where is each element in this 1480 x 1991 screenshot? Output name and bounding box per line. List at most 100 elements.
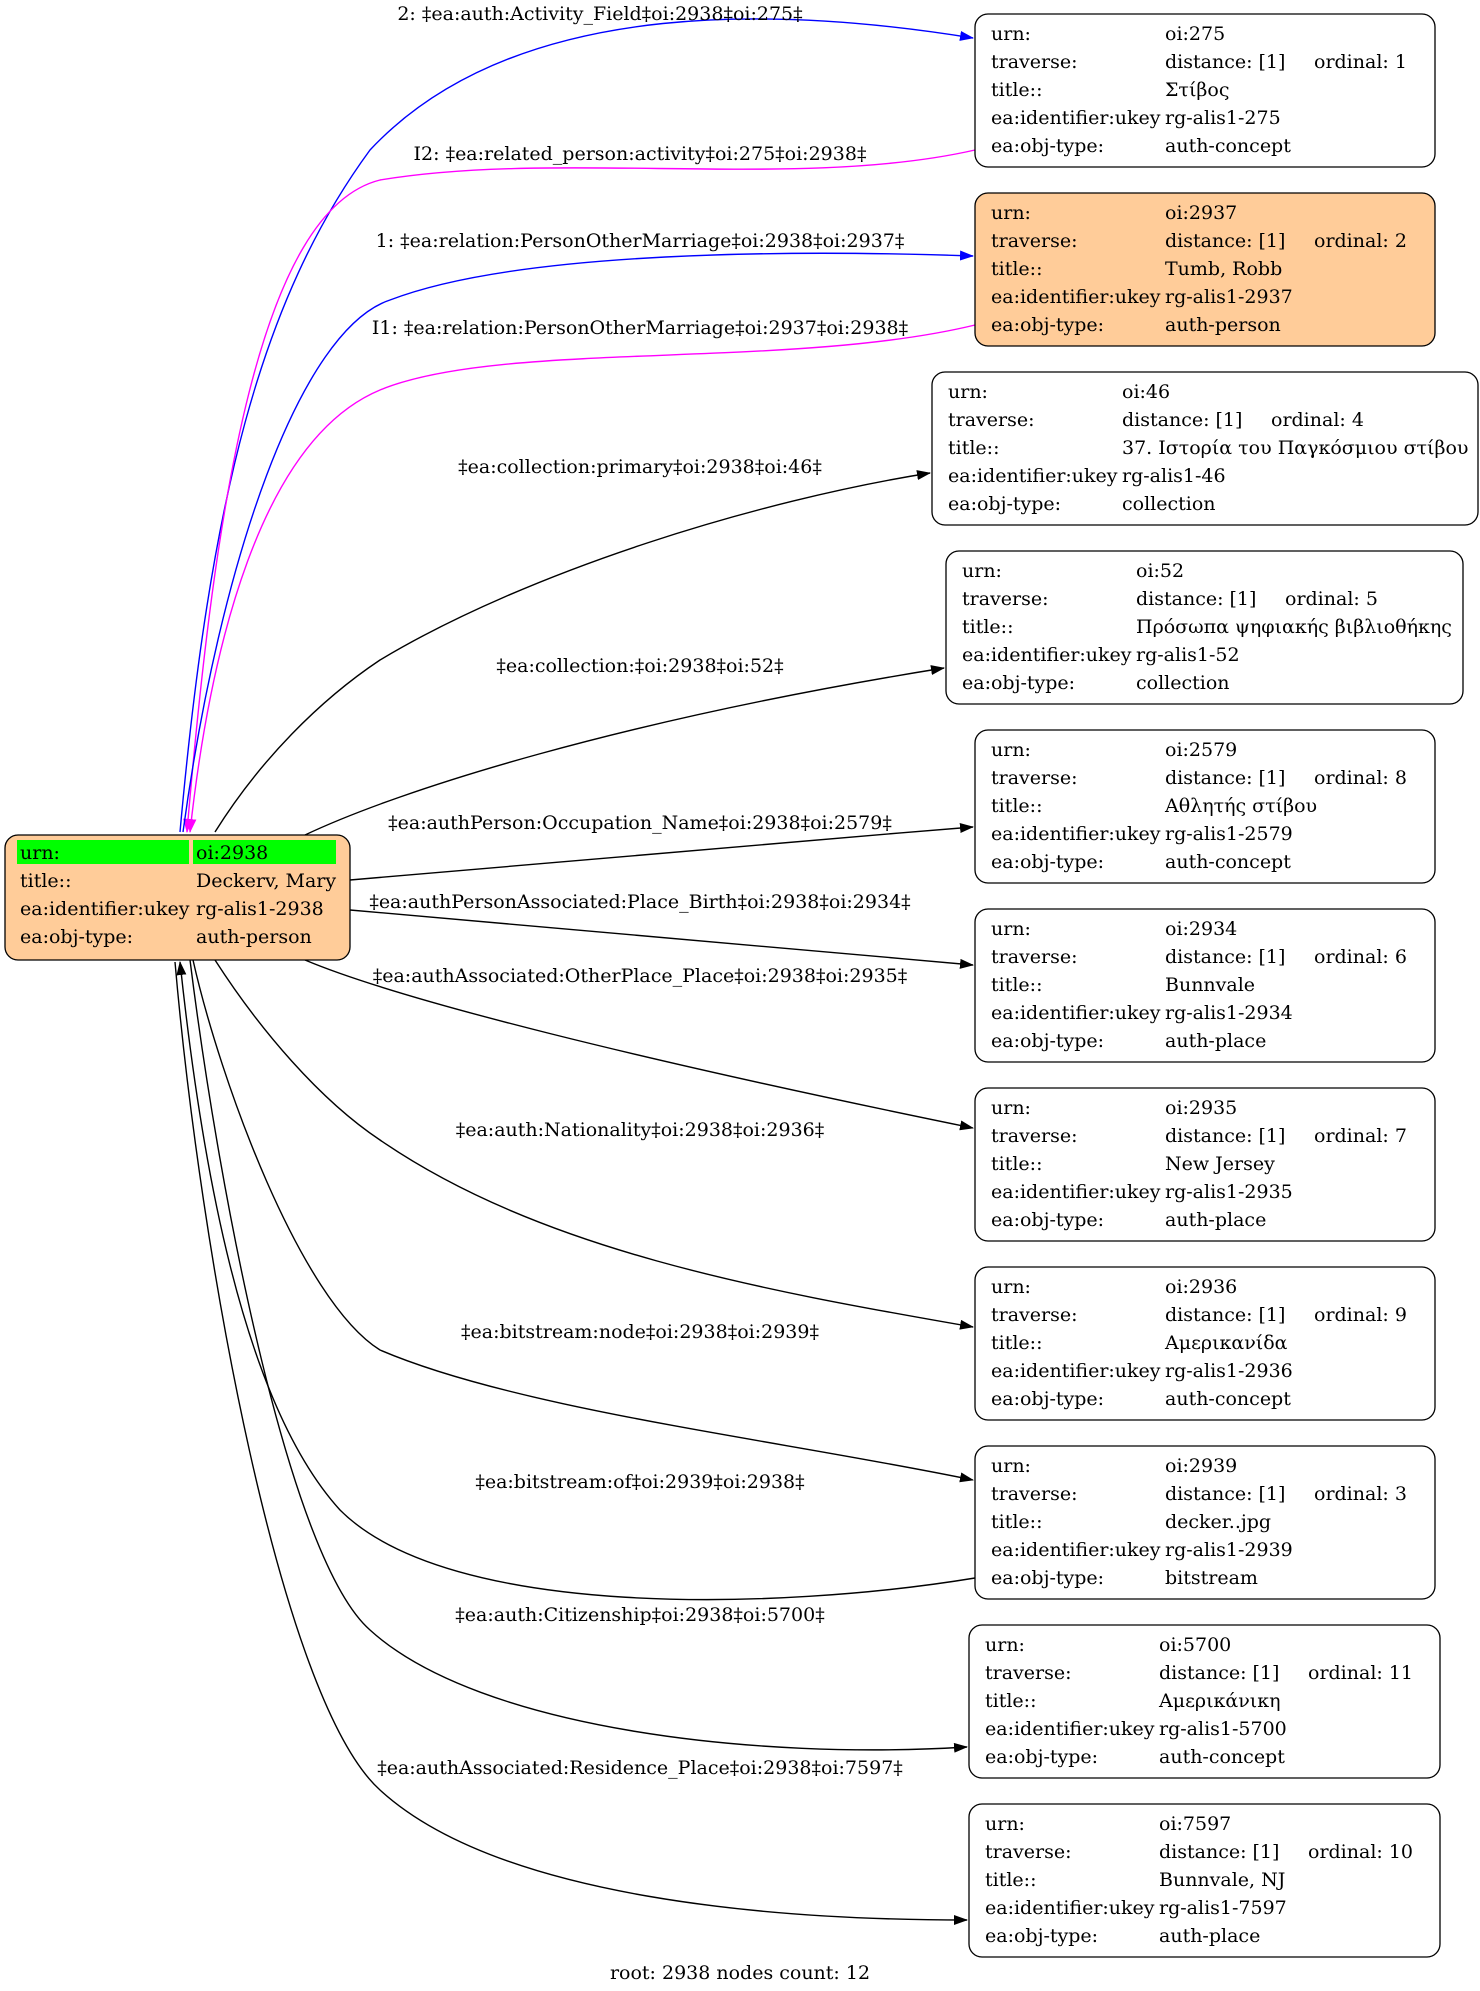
node-title-value: Πρόσωπα ψηφιακής βιβλιοθήκης — [1136, 616, 1452, 638]
node-title-value: Bunnvale, NJ — [1159, 1869, 1285, 1891]
node-type-key: ea:obj-type: — [991, 135, 1104, 157]
root-node[interactable]: urn: oi:2938 title:: Deckerv, Mary ea:id… — [4, 834, 351, 961]
node-ukey-value: rg-alis1-2579 — [1165, 823, 1293, 845]
node-type-value: auth-place — [1165, 1030, 1266, 1052]
edge-6[interactable]: ‡ea:collection:‡oi:2938‡oi:52‡ — [304, 655, 945, 836]
edge-line — [179, 18, 974, 833]
node-type-key: ea:obj-type: — [991, 1567, 1104, 1589]
node-distance-value: distance: [1] — [1165, 51, 1285, 73]
node-box — [931, 371, 1479, 526]
node-ukey-value: rg-alis1-275 — [1165, 107, 1281, 129]
node-type-value: auth-concept — [1165, 1388, 1291, 1410]
node-ukey-value: rg-alis1-2939 — [1165, 1539, 1293, 1561]
node-ukey-value: rg-alis1-2936 — [1165, 1360, 1293, 1382]
node-ordinal: ordinal: 5 — [1285, 588, 1378, 610]
edge-label: ‡ea:collection:‡oi:2938‡oi:52‡ — [496, 655, 783, 677]
node-type-key: ea:obj-type: — [985, 1925, 1098, 1947]
node-ordinal: ordinal: 10 — [1308, 1841, 1413, 1863]
node-urn-value: oi:2934 — [1165, 918, 1237, 940]
node-urn-value: oi:2939 — [1165, 1455, 1237, 1477]
node-ordinal: ordinal: 6 — [1314, 946, 1407, 968]
node-title-value: Αθλητής στίβου — [1164, 795, 1317, 817]
node-ordinal: ordinal: 7 — [1314, 1125, 1407, 1147]
edge-5[interactable]: ‡ea:collection:primary‡oi:2938‡oi:46‡ — [214, 456, 931, 833]
edge-label: ‡ea:authAssociated:OtherPlace_Place‡oi:2… — [373, 965, 908, 987]
node-box — [974, 192, 1436, 347]
node-title-value: Bunnvale — [1165, 974, 1255, 996]
node-type-key: ea:obj-type: — [985, 1746, 1098, 1768]
edge-7[interactable]: ‡ea:authPerson:Occupation_Name‡oi:2938‡o… — [349, 812, 974, 881]
node-urn-value: oi:2579 — [1165, 739, 1237, 761]
edge-4[interactable]: I1: ‡ea:relation:PersonOtherMarriage‡oi:… — [186, 317, 976, 833]
node-box — [968, 1803, 1441, 1958]
edge-layer: 2: ‡ea:auth:Activity_Field‡oi:2938‡oi:27… — [174, 3, 976, 1925]
node-urn-key: urn: — [991, 23, 1031, 45]
node-type-value: auth-place — [1165, 1209, 1266, 1231]
node-title-key: title:: — [948, 437, 999, 459]
root-urn-value: oi:2938 — [196, 842, 268, 864]
node-type-value: collection — [1122, 493, 1216, 515]
edge-9[interactable]: ‡ea:authAssociated:OtherPlace_Place‡oi:2… — [304, 959, 974, 1131]
node-urn-key: urn: — [991, 1455, 1031, 1477]
node-box — [974, 908, 1436, 1063]
node-distance-value: distance: [1] — [1159, 1841, 1279, 1863]
node-ordinal: ordinal: 3 — [1314, 1483, 1407, 1505]
edge-line — [192, 959, 974, 1483]
edge-10[interactable]: ‡ea:auth:Nationality‡oi:2938‡oi:2936‡ — [214, 959, 974, 1330]
edge-line — [349, 823, 974, 881]
node-title-value: Tumb, Robb — [1165, 258, 1282, 280]
node-urn-key: urn: — [991, 1276, 1031, 1298]
node-distance-key: traverse: — [948, 409, 1035, 431]
node-box — [974, 13, 1436, 168]
node-urn-value: oi:46 — [1122, 381, 1170, 403]
edge-14[interactable]: ‡ea:authAssociated:Residence_Place‡oi:29… — [174, 961, 968, 1925]
edge-13[interactable]: ‡ea:auth:Citizenship‡oi:2938‡oi:5700‡ — [189, 959, 968, 1753]
edge-line — [214, 470, 931, 833]
node-urn-key: urn: — [985, 1813, 1025, 1835]
root-type-key: ea:obj-type: — [20, 926, 133, 948]
edge-2[interactable]: I2: ‡ea:related_person:activity‡oi:275‡o… — [183, 143, 976, 833]
node-distance-value: distance: [1] — [1165, 1304, 1285, 1326]
node-urn-value: oi:2936 — [1165, 1276, 1237, 1298]
node-urn-key: urn: — [991, 739, 1031, 761]
edge-label: ‡ea:authPerson:Occupation_Name‡oi:2938‡o… — [388, 812, 892, 834]
node-box — [974, 1445, 1436, 1600]
edge-11[interactable]: ‡ea:bitstream:node‡oi:2938‡oi:2939‡ — [192, 959, 974, 1483]
node-ukey-key: ea:identifier:ukey — [991, 1002, 1161, 1024]
edge-label: ‡ea:authPersonAssociated:Place_Birth‡oi:… — [369, 891, 910, 913]
node-type-value: auth-person — [1165, 314, 1281, 336]
edge-12[interactable]: ‡ea:bitstream:of‡oi:2939‡oi:2938‡ — [176, 961, 976, 1601]
node-type-key: ea:obj-type: — [991, 1030, 1104, 1052]
node-distance-value: distance: [1] — [1159, 1662, 1279, 1684]
edge-8[interactable]: ‡ea:authPersonAssociated:Place_Birth‡oi:… — [349, 891, 974, 969]
node-type-value: bitstream — [1165, 1567, 1258, 1589]
node-distance-value: distance: [1] — [1165, 946, 1285, 968]
node-urn-key: urn: — [991, 202, 1031, 224]
edge-label: ‡ea:authAssociated:Residence_Place‡oi:29… — [377, 1757, 903, 1779]
node-ordinal: ordinal: 4 — [1271, 409, 1364, 431]
node-ordinal: ordinal: 2 — [1314, 230, 1407, 252]
node-title-key: title:: — [991, 1332, 1042, 1354]
edge-line — [174, 961, 968, 1925]
node-ukey-key: ea:identifier:ukey — [948, 465, 1118, 487]
edge-3[interactable]: 1: ‡ea:relation:PersonOtherMarriage‡oi:2… — [182, 230, 974, 833]
edge-1[interactable]: 2: ‡ea:auth:Activity_Field‡oi:2938‡oi:27… — [179, 3, 974, 833]
node-distance-value: distance: [1] — [1165, 1483, 1285, 1505]
node-ukey-key: ea:identifier:ukey — [991, 1539, 1161, 1561]
node-ukey-key: ea:identifier:ukey — [985, 1718, 1155, 1740]
node-ukey-value: rg-alis1-46 — [1122, 465, 1226, 487]
node-ukey-value: rg-alis1-52 — [1136, 644, 1240, 666]
root-title-value: Deckerv, Mary — [196, 870, 336, 892]
